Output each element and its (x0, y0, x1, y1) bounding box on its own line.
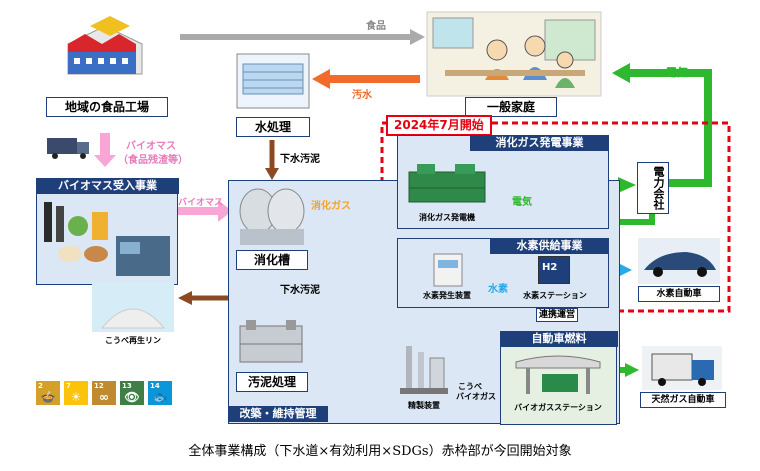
hydrogen-tag: H2 (542, 262, 558, 273)
biomass-flow-label-2: （食品残渣等） (118, 155, 188, 166)
food-arrow (180, 29, 425, 45)
sludge-treatment-label: 汚泥処理 (236, 372, 308, 392)
food-residue-illustration (40, 196, 174, 280)
start-notice: 2024年7月開始 (386, 115, 492, 136)
biomass-right-arrow (178, 200, 232, 222)
electric-company-label: 電力会社 (652, 166, 665, 210)
hydrogen-car-label: 水素自動車 (638, 286, 720, 302)
water-treatment-illustration (233, 50, 313, 112)
sdg-goal-13-icon: 13👁 (120, 381, 144, 405)
wastewater-arrow (312, 69, 420, 89)
sdg-goal-12-icon: 12∞ (92, 381, 116, 405)
hydrogen-business-header: 水素供給事業 (490, 238, 609, 254)
household-label: 一般家庭 (465, 97, 557, 117)
hydrogen-station-sign (538, 256, 570, 284)
digestion-gas-label: 消化ガス (311, 201, 351, 212)
gas-car-label: 天然ガス自動車 (640, 392, 726, 408)
food-flow-label: 食品 (366, 21, 386, 32)
food-factory-label: 地域の食品工場 (46, 97, 168, 117)
household-illustration (425, 10, 603, 98)
electricity-loop-arrow (628, 69, 712, 187)
electricity-right-label: 電気 (666, 66, 688, 79)
digestion-tank-illustration (236, 185, 308, 247)
phosphorus-label: こうべ再生リン (105, 336, 161, 345)
kobe-biogas-label-1: こうべ (458, 382, 482, 391)
kobe-biogas-label-2: バイオガス (456, 392, 496, 401)
refiner-label: 精製装置 (408, 401, 440, 410)
power-business-header: 消化ガス発電事業 (470, 135, 609, 151)
auto-fuel-header: 自動車燃料 (500, 331, 618, 347)
digestion-tank-label: 消化槽 (236, 250, 308, 270)
generator-label: 消化ガス発電機 (419, 213, 475, 222)
biogas-station-illustration (512, 350, 604, 398)
truck-icon (45, 134, 93, 160)
sludge-treatment-illustration (236, 316, 306, 368)
sdg-goal-7-icon: 7☀ (64, 381, 88, 405)
generator-illustration (405, 158, 489, 208)
water-treatment-label: 水処理 (236, 117, 310, 137)
sdg-goal-2-icon: 2🍲 (36, 381, 60, 405)
biomass-business-header: バイオマス受入事業 (36, 178, 179, 194)
electricity-mid-label: 電気 (512, 197, 532, 208)
electric-company-box (637, 162, 669, 214)
biomass-down-arrow (94, 133, 116, 167)
hydrogen-station-label: 水素ステーション (523, 291, 587, 300)
sdg-goal-14-icon: 14🐟 (148, 381, 172, 405)
sewage-sludge-label-2: 下水汚泥 (280, 285, 320, 296)
hydrogen-generator-label: 水素発生装置 (423, 291, 471, 300)
hydrogen-flow-label: 水素 (488, 284, 508, 295)
biomass-flow-label-1: バイオマス (126, 141, 176, 152)
biogas-station-label: バイオガスステーション (514, 403, 602, 412)
phosphorus-illustration (92, 282, 174, 332)
refiner-illustration (398, 342, 450, 396)
hydrogen-car-illustration (638, 238, 720, 284)
sewage-sludge-label-1: 下水汚泥 (280, 154, 320, 165)
food-factory-illustration (60, 14, 150, 84)
biomass-arrow-label: バイオマス (178, 198, 224, 208)
hydrogen-generator-illustration (428, 252, 468, 288)
figure-caption: 全体事業構成（下水道×有効利用×SDGs）赤枠部が今回開始対象 (188, 444, 572, 459)
cooperation-label: 連携運営 (536, 308, 579, 322)
wastewater-flow-label: 汚水 (352, 90, 372, 101)
maintenance-label: 改築・維持管理 (228, 406, 328, 422)
gas-car-illustration (642, 346, 722, 390)
